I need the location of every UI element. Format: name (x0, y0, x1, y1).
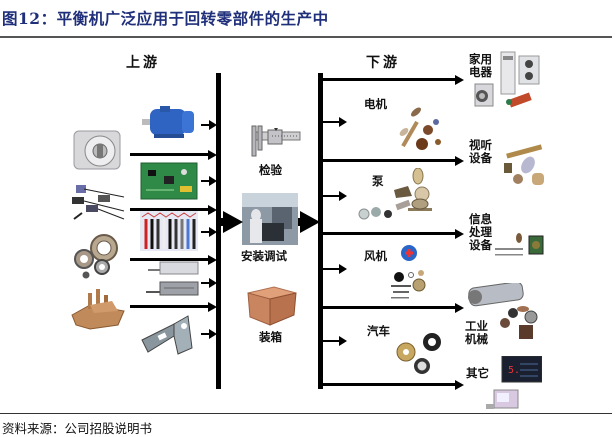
cables-icon (140, 211, 198, 251)
application-label-audio-video: 视听 设备 (469, 138, 492, 165)
stage-label-assembly-debug: 安装调试 (241, 249, 287, 263)
arrow-head (455, 302, 464, 313)
motor-icon (142, 104, 198, 140)
downstream-short-arrow-3 (321, 264, 347, 274)
upstream-short-arrow-5 (201, 329, 217, 339)
application-label-home-appliance: 家用 电器 (469, 52, 492, 79)
source-note: 资料来源：公司招股说明书 (2, 421, 153, 436)
arrow-head (208, 254, 217, 265)
casting-icon (70, 285, 126, 333)
pump-impeller-parts-icon (356, 168, 434, 224)
big-arrow-into-process (223, 211, 243, 233)
upstream-short-arrow-2 (201, 176, 217, 186)
downstream-header: 下游 (366, 55, 400, 71)
upstream-short-arrow-3 (201, 227, 217, 237)
downstream-short-arrow-1 (321, 117, 347, 127)
rotor-part-label-auto: 汽车 (367, 324, 390, 338)
downstream-long-arrow-3 (321, 232, 456, 235)
svg-text:5.: 5. (508, 365, 520, 376)
other-equipment-icon: 5. (486, 356, 542, 412)
upstream-long-arrow-1 (130, 153, 208, 156)
rotor-part-label-pump: 泵 (372, 174, 384, 188)
auto-parts-icon (394, 330, 444, 376)
upstream-short-arrow-4 (201, 278, 217, 288)
bearing-icon (72, 233, 124, 279)
application-label-industrial-machinery: 工业 机械 (465, 319, 488, 346)
upstream-long-arrow-2 (130, 208, 208, 211)
footer-divider (0, 413, 612, 414)
sheet-metal-bracket-icon (140, 312, 196, 356)
upstream-long-arrow-3 (130, 258, 208, 261)
downstream-distributor-bar (318, 73, 323, 389)
info-processing-parts-icon (495, 230, 547, 260)
arrow-head (208, 149, 217, 160)
arrow-head (455, 228, 464, 239)
downstream-short-arrow-2 (321, 191, 347, 201)
arrow-head (208, 204, 217, 215)
upstream-header: 上游 (126, 55, 160, 71)
upstream-collector-bar (216, 73, 221, 389)
downstream-short-arrow-4 (321, 336, 347, 346)
circuit-board-icon (140, 162, 198, 200)
wooden-crate-icon (244, 285, 298, 327)
figure-title: 图12：平衡机广泛应用于回转零部件的生产中 (2, 9, 329, 28)
home-appliance-icon (467, 50, 547, 110)
caliper-icon (246, 124, 302, 160)
arrow-head (455, 74, 464, 85)
rotor-part-label-fan: 风机 (364, 249, 387, 263)
upstream-long-arrow-4 (130, 305, 208, 308)
title-divider (0, 36, 612, 38)
motor-rotor-parts-icon (394, 104, 444, 154)
audio-video-parts-icon (502, 143, 550, 187)
assembly-photo-icon (242, 193, 298, 245)
application-label-info-processing: 信息 处理 设备 (469, 212, 492, 252)
application-label-other: 其它 (466, 366, 489, 380)
stage-label-inspection: 检验 (259, 163, 282, 177)
gear-reducer-icon (70, 125, 126, 175)
big-arrow-out-of-process (300, 211, 320, 233)
downstream-long-arrow-1 (321, 78, 456, 81)
arrow-head (455, 379, 464, 390)
upstream-short-arrow-1 (201, 120, 217, 130)
fan-parts-icon (391, 245, 441, 301)
arrow-head (208, 301, 217, 312)
rotor-part-label-motor: 电机 (364, 97, 387, 111)
sensor-icon (70, 183, 126, 223)
arrow-head (455, 155, 464, 166)
stage-label-packing: 装箱 (259, 330, 282, 344)
downstream-long-arrow-4 (321, 306, 456, 309)
downstream-long-arrow-2 (321, 159, 456, 162)
pneumatic-cylinder-icon (146, 258, 202, 302)
industrial-machinery-icon (465, 283, 545, 341)
downstream-long-arrow-5 (321, 383, 456, 386)
